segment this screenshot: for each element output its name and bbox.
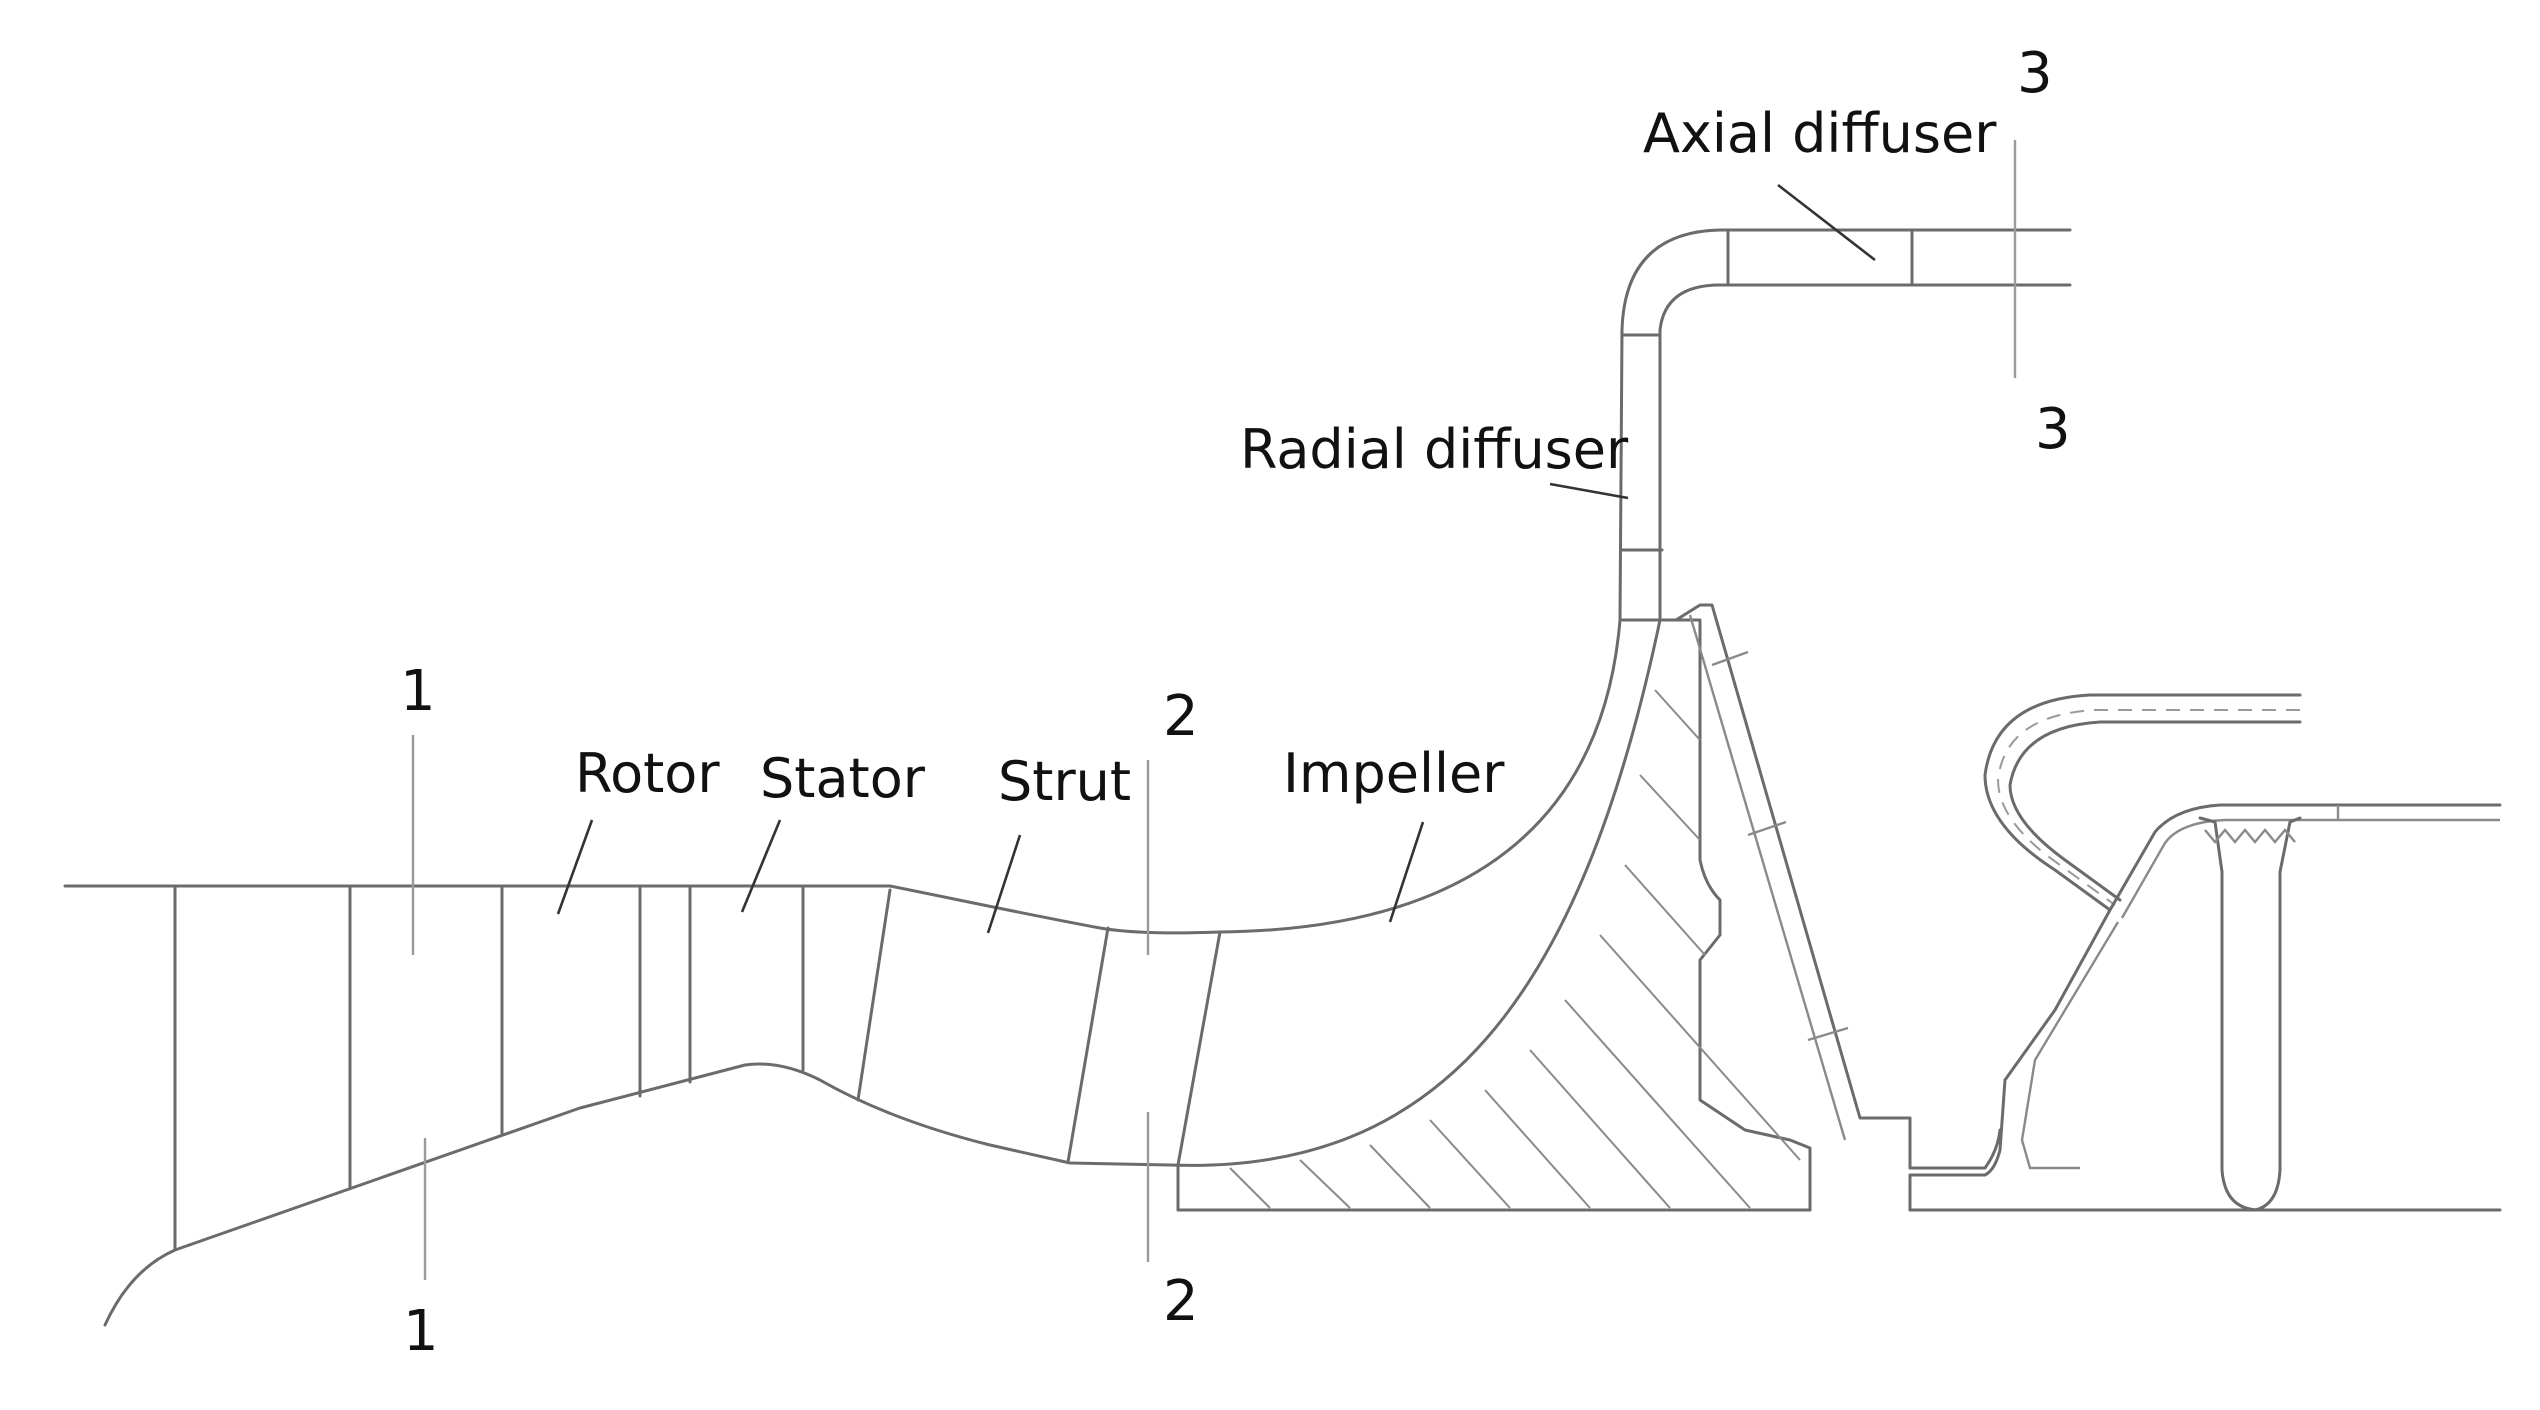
impeller-leader bbox=[1388, 821, 1425, 923]
combustor-inner bbox=[2008, 720, 2302, 902]
section-3-top-label: 3 bbox=[2017, 41, 2053, 106]
strut-leader bbox=[986, 834, 1022, 934]
back-casing bbox=[1674, 603, 2002, 1170]
axial-diffuser-label: Axial diffuser bbox=[1643, 102, 1997, 165]
combustor-outer bbox=[1908, 693, 2302, 1212]
casing-ticks bbox=[1711, 650, 1849, 1042]
axial-diffuser-leader bbox=[1777, 183, 1876, 262]
rotor-leader bbox=[556, 819, 594, 915]
strut-leading-edge bbox=[856, 888, 892, 1102]
section-3-bottom-label: 3 bbox=[2035, 397, 2071, 462]
radial-diffuser-label: Radial diffuser bbox=[1240, 418, 1629, 481]
rotor-label: Rotor bbox=[575, 742, 720, 805]
back-casing-inner bbox=[1688, 614, 1847, 1141]
radial-diffuser-leader bbox=[1549, 482, 1629, 500]
section-1-top-label: 1 bbox=[400, 659, 436, 724]
impeller-label: Impeller bbox=[1283, 742, 1505, 805]
section-2-top-label: 2 bbox=[1163, 684, 1199, 749]
turbine-shroud bbox=[2108, 803, 2502, 912]
stator-leader bbox=[740, 819, 782, 913]
strut-label: Strut bbox=[998, 750, 1131, 813]
impeller-disk bbox=[1176, 618, 1812, 1212]
strut-trailing-edge bbox=[1066, 926, 1110, 1164]
section-1-bottom-label: 1 bbox=[403, 1299, 439, 1364]
turbine-inner-wall bbox=[2020, 921, 2120, 1170]
turbine-shroud-inner bbox=[2120, 805, 2500, 919]
fir-tree-root bbox=[2204, 828, 2296, 844]
impeller-leading-edge bbox=[1176, 930, 1222, 1167]
combustor-centerline bbox=[1996, 709, 2300, 906]
section-2-bottom-label: 2 bbox=[1163, 1269, 1199, 1334]
turbine-disk bbox=[2198, 816, 2502, 1212]
disk-hatching bbox=[1229, 689, 1801, 1209]
shroud-line bbox=[63, 228, 2072, 935]
stator-label: Stator bbox=[760, 747, 926, 810]
